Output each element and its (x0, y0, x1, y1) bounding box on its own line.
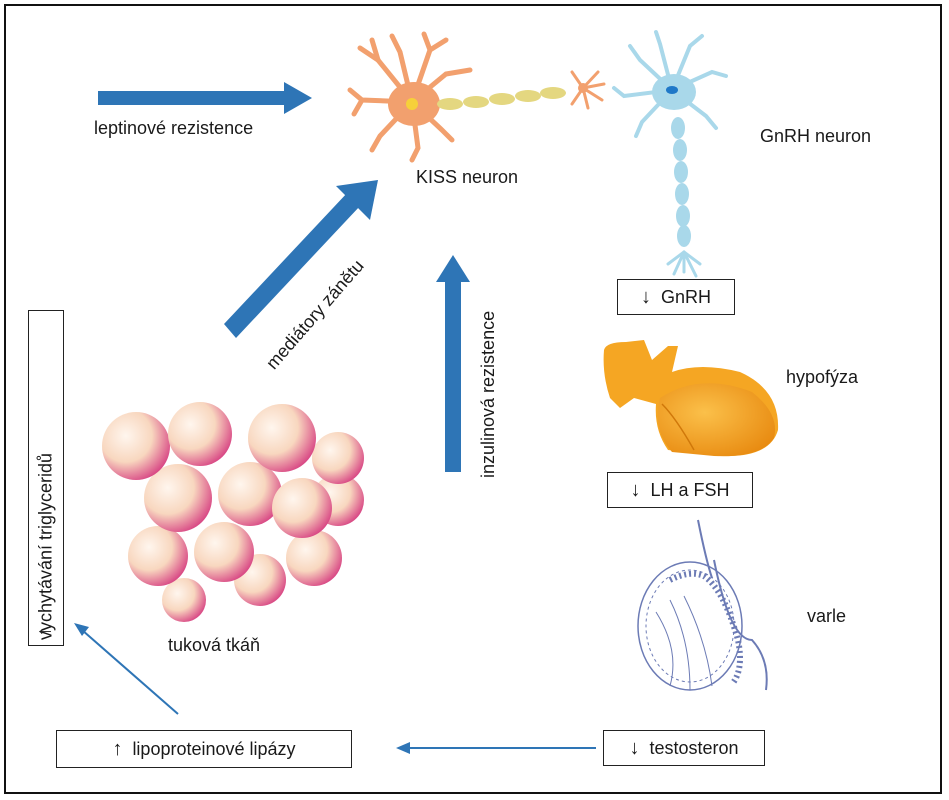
leptin-resistance-label: leptinové rezistence (94, 118, 254, 138)
gnrh-box-text: GnRH (660, 286, 711, 307)
lh-fsh-box-text: LH a FSH (650, 479, 730, 500)
triglyceride-box-text: vychytávání triglyceridů (35, 452, 56, 640)
lipase-box-text: lipoproteinové lipázy (132, 738, 296, 759)
kiss-neuron-illustration (347, 31, 606, 163)
figure-frame (4, 4, 942, 794)
gnrh-box: ↓ GnRH (617, 279, 735, 315)
down-arrow-icon: ↓ (630, 478, 641, 501)
testosterone-box-text: testosteron (649, 737, 739, 758)
insulin-resistance-label: inzulinová rezistence (478, 310, 498, 478)
lh-fsh-box: ↓ LH a FSH (607, 472, 753, 508)
adipose-tissue-label: tuková tkáň (168, 635, 261, 655)
testosterone-to-lipase-arrow (396, 742, 596, 754)
triglyceride-box: vychytávání triglyceridů ← (28, 310, 64, 646)
testis-illustration (637, 519, 768, 691)
mediators-arrow (224, 180, 378, 338)
up-arrow-icon: ↑ (112, 737, 123, 760)
lipase-to-triglyceride-arrow (74, 623, 179, 715)
adipose-illustration (102, 402, 364, 622)
left-arrow-icon: ← (35, 618, 55, 640)
kiss-neuron-label: KISS neuron (416, 167, 519, 187)
gnrh-neuron-illustration (612, 30, 728, 278)
gnrh-neuron-label: GnRH neuron (760, 126, 872, 146)
down-arrow-icon: ↓ (640, 285, 651, 308)
testosterone-box: ↓ testosteron (603, 730, 765, 766)
leptin-arrow (98, 82, 312, 114)
insulin-arrow (436, 255, 470, 472)
testis-label: varle (807, 606, 847, 626)
pituitary-label: hypofýza (786, 367, 859, 387)
down-arrow-icon: ↓ (629, 736, 640, 759)
pituitary-illustration (603, 340, 779, 457)
lipase-box: ↑ lipoproteinové lipázy (56, 730, 352, 768)
